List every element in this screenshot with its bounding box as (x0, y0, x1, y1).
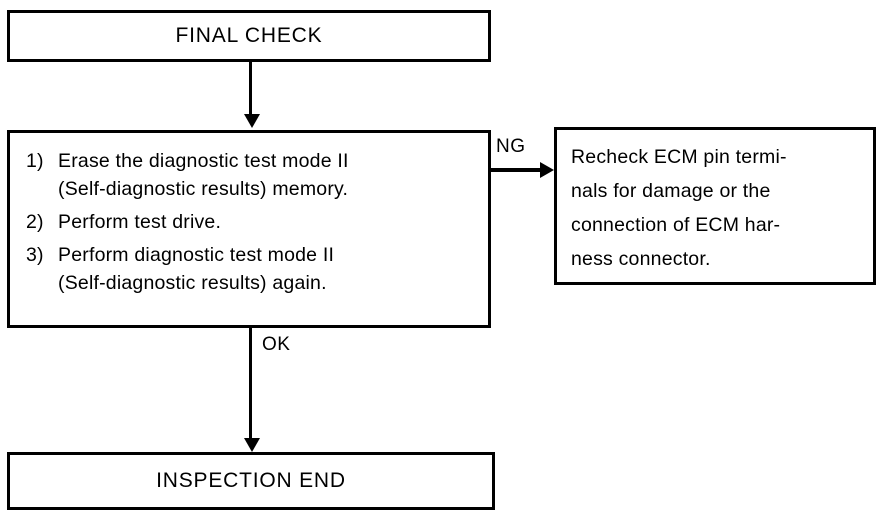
inspection-end-box: INSPECTION END (7, 452, 495, 510)
step-list: 1) Erase the diagnostic test mode II (Se… (20, 147, 478, 297)
branch-label-ok: OK (262, 334, 291, 355)
recheck-ecm-box: Recheck ECM pin termi- nals for damage o… (554, 127, 876, 285)
step-line: (Self-diagnostic results) again. (58, 272, 327, 294)
recheck-text-line: nals for damage or the (571, 180, 771, 202)
step-line: Perform test drive. (58, 211, 222, 233)
step-item: 1) Erase the diagnostic test mode II (Se… (20, 147, 478, 203)
recheck-text-line: connection of ECM har- (571, 214, 781, 236)
recheck-text-line: Recheck ECM pin termi- (571, 146, 787, 168)
step-number: 1) (26, 150, 44, 172)
connector-line-vertical (249, 62, 252, 116)
arrow-head-down-icon (244, 438, 260, 452)
step-item: 3) Perform diagnostic test mode II (Self… (20, 241, 478, 297)
step-line: (Self-diagnostic results) memory. (58, 178, 349, 200)
step-line: Erase the diagnostic test mode II (58, 150, 349, 172)
arrow-head-right-icon (540, 162, 554, 178)
step-item: 2) Perform test drive. (20, 208, 478, 236)
final-check-box: FINAL CHECK (7, 10, 491, 62)
connector-line-horizontal (490, 168, 542, 172)
step-number: 2) (26, 211, 44, 233)
step-number: 3) (26, 244, 44, 266)
branch-label-ng: NG (496, 136, 526, 157)
steps-box: 1) Erase the diagnostic test mode II (Se… (7, 130, 491, 328)
connector-line-vertical (249, 328, 252, 440)
arrow-head-down-icon (244, 114, 260, 128)
step-line: Perform diagnostic test mode II (58, 244, 335, 266)
recheck-text-line: ness connector. (571, 248, 711, 270)
inspection-end-label: INSPECTION END (156, 469, 346, 492)
final-check-label: FINAL CHECK (175, 24, 323, 47)
